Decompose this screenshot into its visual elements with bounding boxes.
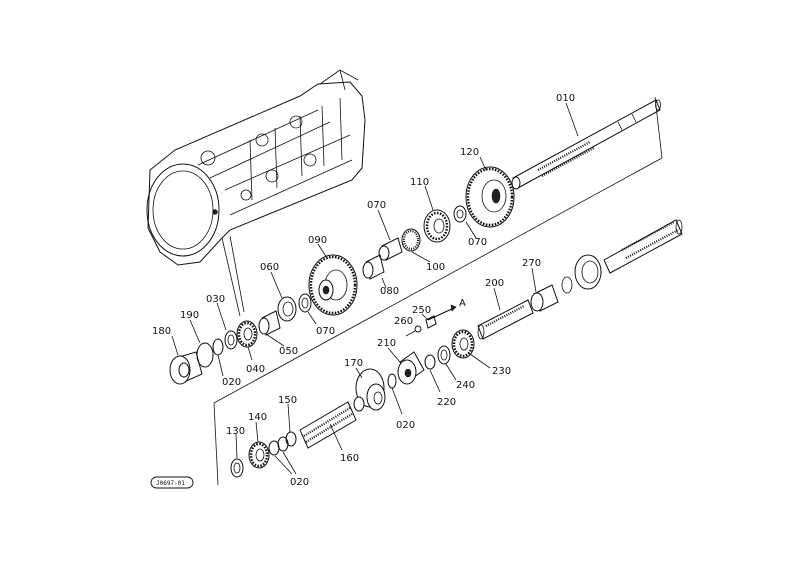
label-230: 230 xyxy=(492,366,511,377)
bearing-230 xyxy=(451,329,475,359)
snap-ring-020-left xyxy=(212,338,224,356)
label-020-left: 020 xyxy=(222,377,241,388)
label-120: 120 xyxy=(460,147,479,158)
label-140: 140 xyxy=(248,412,267,423)
label-090: 090 xyxy=(308,235,327,246)
needle-bearing-100 xyxy=(401,228,421,252)
part-labels: 010 120 110 070 070 070 100 090 080 060 … xyxy=(152,93,575,488)
washer-150 xyxy=(268,431,297,456)
shaft-200 xyxy=(477,299,534,340)
label-110: 110 xyxy=(410,177,429,188)
sleeve-270 xyxy=(530,284,559,312)
ring-220 xyxy=(424,354,436,370)
label-050: 050 xyxy=(279,346,298,357)
label-080: 080 xyxy=(380,286,399,297)
main-shaft xyxy=(511,99,661,190)
output-shaft xyxy=(561,219,683,294)
ring-030 xyxy=(224,330,238,350)
collar-upper xyxy=(378,237,403,261)
ring-070-upper xyxy=(453,205,467,223)
label-260: 260 xyxy=(394,316,413,327)
gear-090 xyxy=(308,254,358,316)
bearing-140 xyxy=(248,441,270,469)
arrow-marker-label: A xyxy=(459,298,466,309)
bearing-110 xyxy=(423,209,451,243)
spring-160 xyxy=(299,401,357,449)
key-and-pin xyxy=(405,304,457,337)
label-170: 170 xyxy=(344,358,363,369)
ring-070-middle xyxy=(298,293,312,313)
label-180: 180 xyxy=(152,326,171,337)
label-220: 220 xyxy=(437,397,456,408)
transmission-case xyxy=(146,69,366,317)
label-010: 010 xyxy=(556,93,575,104)
label-070-right: 070 xyxy=(468,237,487,248)
leader-lines xyxy=(171,102,579,475)
label-160: 160 xyxy=(340,453,359,464)
collar-080 xyxy=(362,254,385,280)
cam-210 xyxy=(397,351,425,385)
snap-ring-020-middle xyxy=(387,373,397,389)
label-020-bottom: 020 xyxy=(290,477,309,488)
cover-180 xyxy=(169,351,203,385)
label-070-middle: 070 xyxy=(316,326,335,337)
label-190: 190 xyxy=(180,310,199,321)
label-020-middle: 020 xyxy=(396,420,415,431)
label-210: 210 xyxy=(377,338,396,349)
label-100: 100 xyxy=(426,262,445,273)
ring-240 xyxy=(437,345,451,365)
label-150: 150 xyxy=(278,395,297,406)
piston-170 xyxy=(353,368,386,412)
bearing-040 xyxy=(236,320,258,348)
gear-120 xyxy=(465,166,515,228)
label-060: 060 xyxy=(260,262,279,273)
label-130: 130 xyxy=(226,426,245,437)
ring-130 xyxy=(230,458,244,478)
label-030: 030 xyxy=(206,294,225,305)
label-070-top: 070 xyxy=(367,200,386,211)
reference-code: J0697-01 xyxy=(156,480,185,487)
bushing-050 xyxy=(258,310,281,336)
label-250: 250 xyxy=(412,305,431,316)
bearing-060 xyxy=(277,296,297,322)
label-200: 200 xyxy=(485,278,504,289)
label-040: 040 xyxy=(246,364,265,375)
upper-group-outline xyxy=(213,96,663,486)
reference-code-badge: J0697-01 xyxy=(150,476,194,489)
label-240: 240 xyxy=(456,380,475,391)
label-270: 270 xyxy=(522,258,541,269)
